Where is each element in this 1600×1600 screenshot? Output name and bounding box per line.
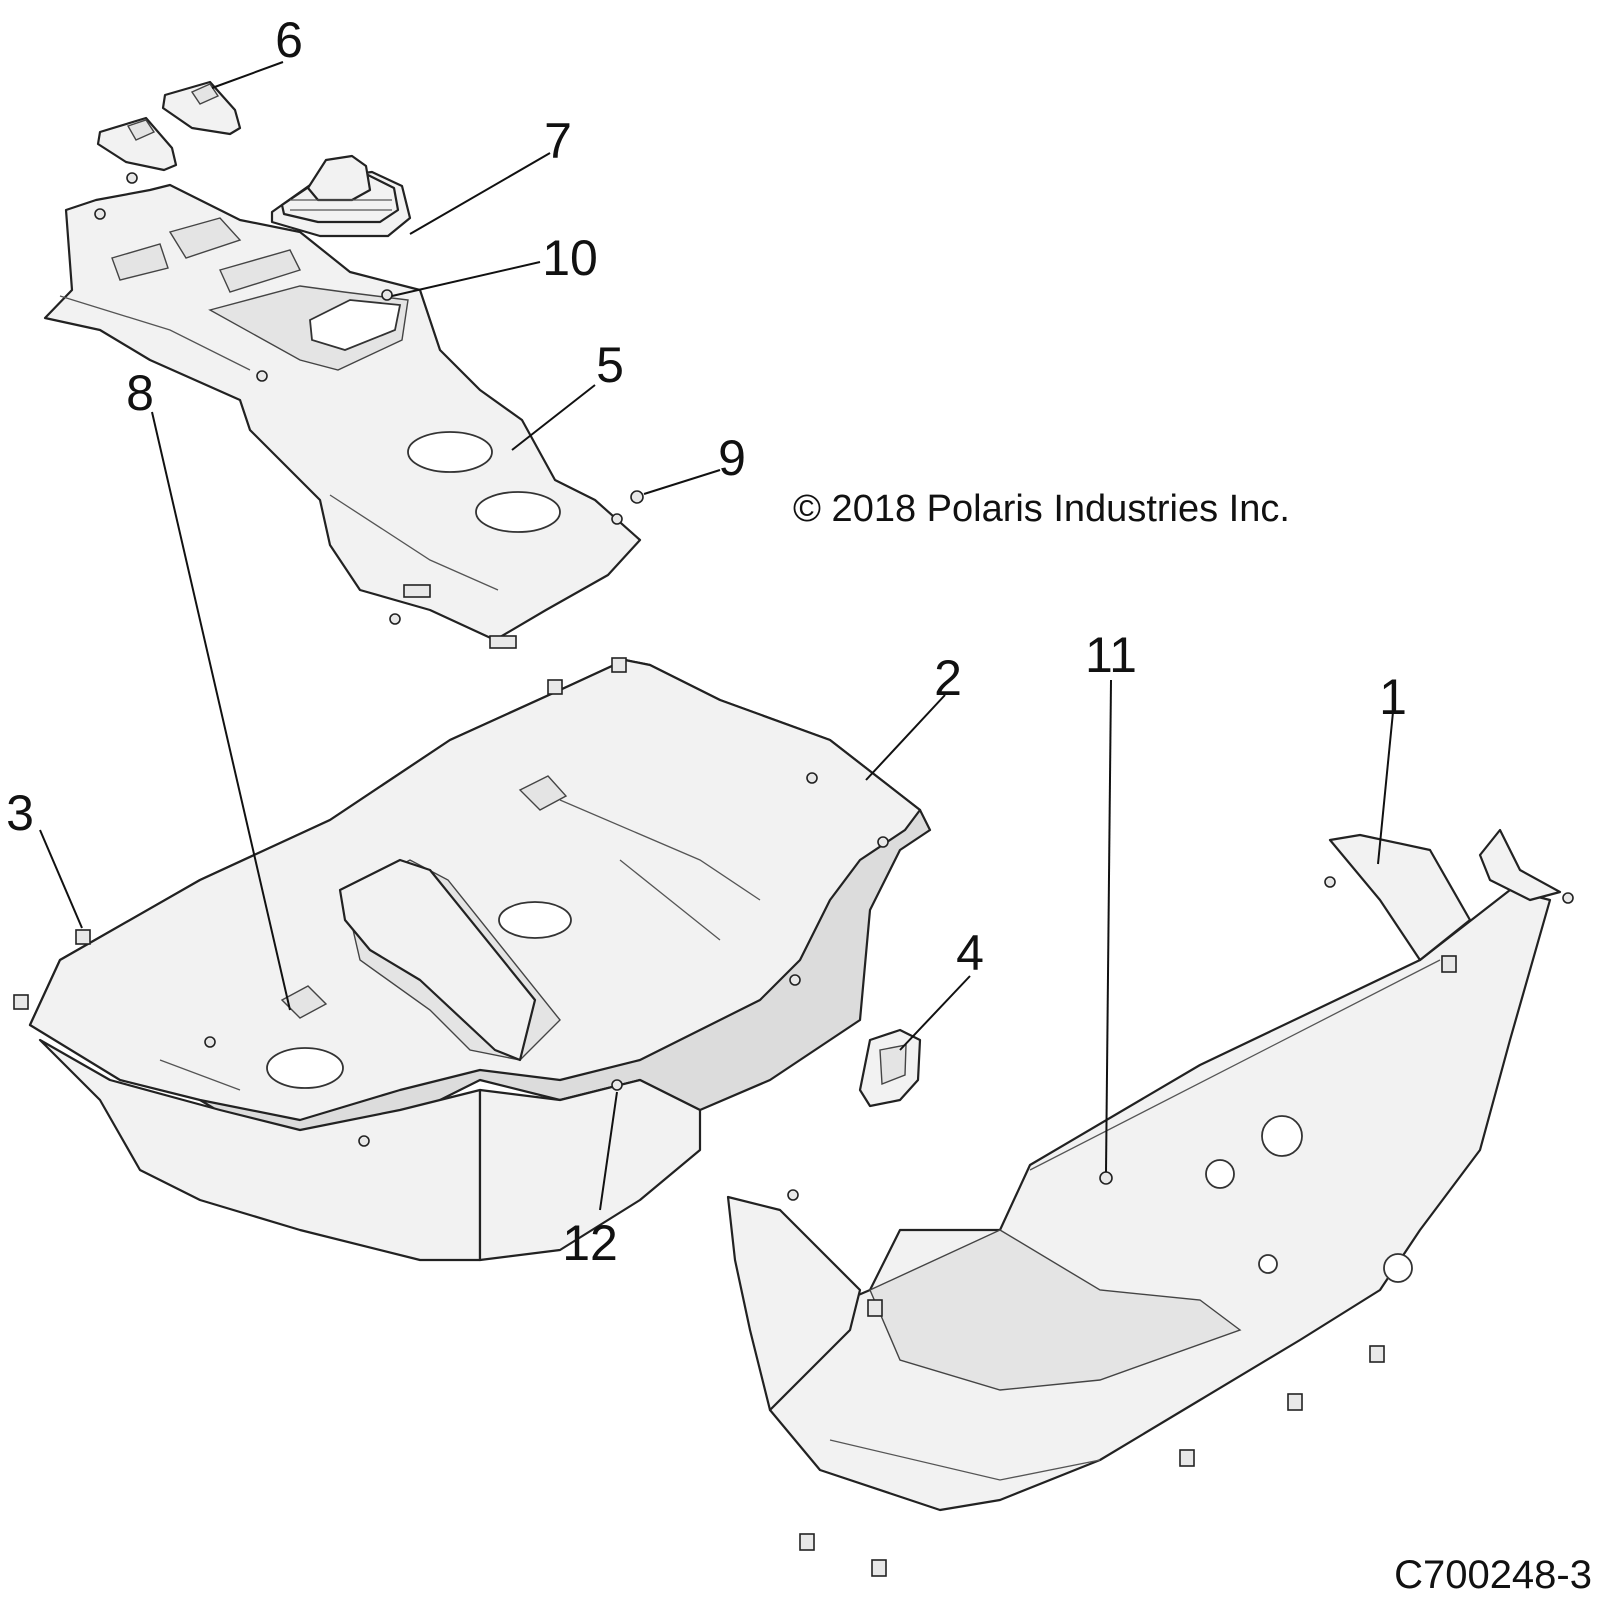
callout-2: 2 (934, 650, 962, 706)
callout-8: 8 (126, 365, 154, 421)
callout-10: 10 (542, 230, 598, 286)
copyright-notice: © 2018 Polaris Industries Inc. (793, 488, 1290, 530)
callout-11: 11 (1085, 627, 1137, 683)
leader-lines (39, 61, 1394, 1211)
callout-3: 3 (6, 785, 34, 841)
callout-7: 7 (544, 113, 572, 169)
floor-part-2 (13, 657, 932, 1262)
push-rivet-part-9 (630, 490, 644, 504)
screw-part-10 (381, 289, 393, 301)
bulkhead-part-1 (726, 828, 1562, 1577)
callout-9: 9 (718, 430, 746, 486)
fasteners (94, 172, 1574, 1201)
callout-5: 5 (596, 337, 624, 393)
callout-4: 4 (956, 925, 984, 981)
figure-code: C700248-3 (1394, 1553, 1592, 1597)
bracket-part-4 (858, 1028, 922, 1108)
center-console-part-5 (43, 183, 642, 649)
callout-1: 1 (1379, 669, 1407, 725)
shift-boot-part-7 (270, 154, 412, 238)
fastener-part-12 (611, 1079, 623, 1091)
callout-12: 12 (562, 1215, 618, 1271)
callout-6: 6 (275, 12, 303, 68)
nut-part-11 (1099, 1171, 1113, 1185)
console-lid-part-6 (96, 80, 242, 172)
callout-numbers: 1 2 3 4 5 6 7 8 9 10 11 12 (6, 12, 1407, 1271)
